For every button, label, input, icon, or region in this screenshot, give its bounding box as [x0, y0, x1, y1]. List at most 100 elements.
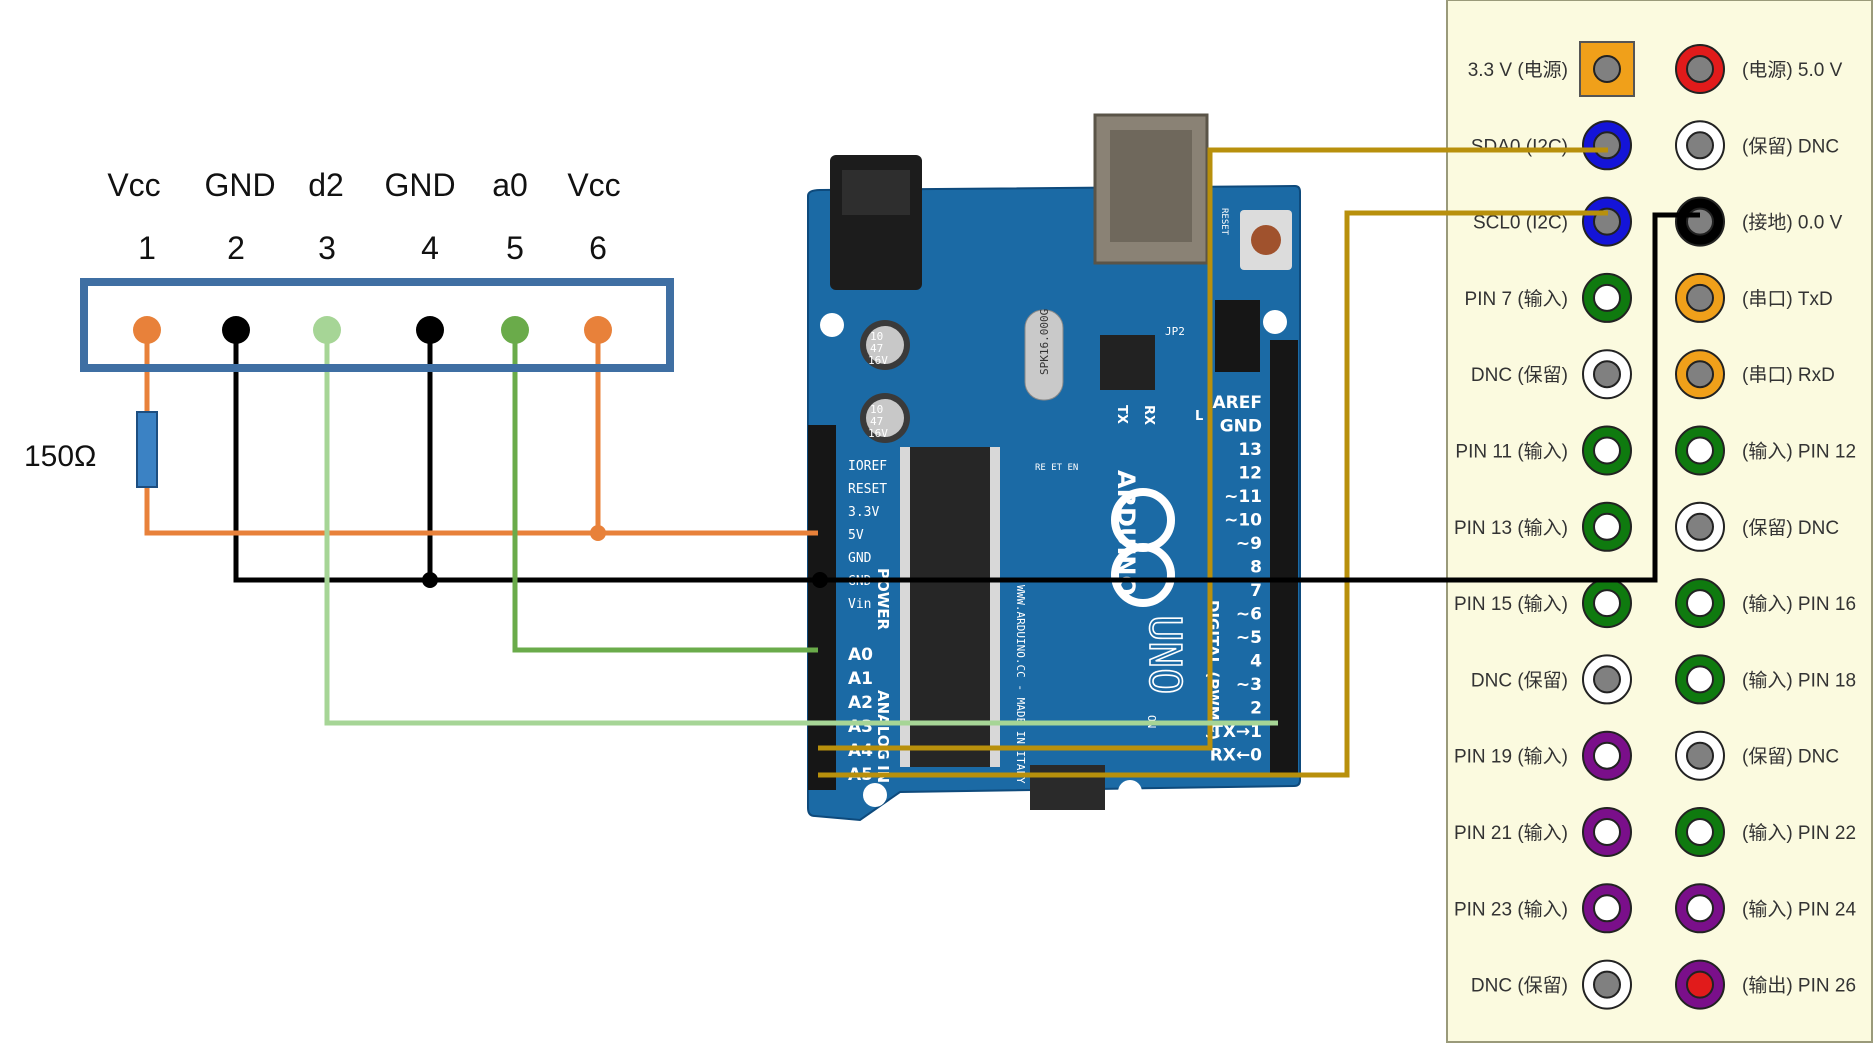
pin-socket-left-center: [1593, 55, 1621, 83]
pin-label-left: DNC (保留): [1471, 364, 1568, 386]
pin-socket-left-center: [1593, 970, 1621, 999]
pin-socket-left-center: [1593, 818, 1621, 846]
reset-en-label: RE ET EN: [1035, 463, 1078, 473]
sensor-pin: [133, 316, 161, 344]
chip-socket-right: [990, 447, 1000, 767]
digital-pin-label: ~5: [1236, 628, 1262, 648]
digital-pin-label: ~3: [1236, 675, 1262, 695]
crystal-oscillator: [1024, 309, 1064, 401]
pin-row: PIN 15 (输入)(输入) PIN 16: [1454, 578, 1856, 629]
sensor-pin-name: GND: [384, 167, 455, 203]
pin-socket-left-center: [1593, 512, 1621, 541]
pin-label-right: (输入) PIN 12: [1742, 441, 1856, 463]
sensor-pin: [313, 316, 341, 344]
resistor: [136, 411, 158, 488]
analog-pin-label: A3: [848, 717, 873, 737]
power-title: POWER: [874, 568, 892, 631]
digital-pin-label: 4: [1250, 652, 1262, 672]
pin-socket-left-center: [1593, 589, 1621, 618]
digital-pin-label: AREF: [1213, 393, 1262, 413]
jp2-label: JP2: [1165, 325, 1185, 338]
ground-wire: [233, 212, 1700, 583]
pin-socket-right-center: [1686, 55, 1714, 83]
sensor-pin-name: Vcc: [107, 167, 160, 203]
power-pin-label: GND: [848, 551, 872, 566]
digital-pin-label: 8: [1250, 558, 1262, 578]
pin-socket-left-center: [1593, 360, 1621, 389]
pin-panel-background: [1446, 0, 1873, 1043]
pin-label-left: 3.3 V (电源): [1468, 59, 1568, 81]
pin-label-left: DNC (保留): [1471, 975, 1568, 997]
digital-pin-label: TX→1: [1211, 722, 1262, 742]
capacitor-label: 16V: [868, 354, 888, 367]
digital-pin-label: ~10: [1224, 511, 1262, 531]
sensor-pin-name: d2: [308, 167, 344, 203]
pin-socket-right-center: [1686, 283, 1714, 312]
pin-row: PIN 11 (输入)(输入) PIN 12: [1455, 425, 1856, 476]
resistor-label: 150Ω: [24, 440, 96, 473]
sensor-pin: [584, 316, 612, 344]
analog-title: ANALOG IN: [874, 690, 892, 783]
ground-board-junction: [812, 572, 828, 588]
pin-socket-right-center: [1686, 589, 1714, 618]
digital-pin-label: 2: [1250, 699, 1262, 719]
d2-wire: [324, 330, 1278, 726]
pin-label-left: PIN 23 (输入): [1454, 898, 1568, 920]
icsp-header-top: [1215, 300, 1260, 372]
pin-socket-right-center: [1686, 131, 1714, 160]
led-label-tx: TX: [1114, 405, 1129, 424]
power-pin-label: Vin: [848, 597, 871, 612]
pin-socket-left-center: [1593, 894, 1621, 923]
pin-label-right: (串口) TxD: [1742, 288, 1833, 310]
pin-socket-right-center: [1686, 665, 1714, 694]
analog-pin-label: A1: [848, 669, 873, 689]
digital-pin-label: RX←0: [1210, 746, 1262, 766]
power-analog-header: [808, 425, 836, 790]
digital-pin-label: ~6: [1236, 605, 1262, 625]
digital-pin-label: 7: [1250, 581, 1262, 601]
capacitor: [860, 320, 910, 370]
pin-socket-right-center: [1686, 512, 1714, 541]
sensor-pin-number: 2: [227, 230, 245, 266]
digital-pin-label: 13: [1238, 440, 1262, 460]
capacitor-label: 16V: [868, 427, 888, 440]
sensor-pin: [416, 316, 444, 344]
pin-label-right: (接地) 0.0 V: [1742, 212, 1843, 234]
digital-pin-label: ~9: [1236, 534, 1262, 554]
analog-pin-label: A0: [848, 645, 873, 665]
pin-row: SCL0 (I2C) (接地) 0.0 V: [1473, 196, 1843, 247]
pin-row: PIN 7 (输入)(串口) TxD: [1465, 272, 1833, 323]
pin-socket-left-center: [1593, 283, 1621, 312]
analog-pin-label: A4: [848, 741, 873, 761]
atmega-chip: [910, 447, 990, 767]
pin-row: DNC (保留) (输出) PIN 26: [1471, 959, 1856, 1010]
digital-title: DIGITAL (PWM~): [1204, 600, 1222, 740]
mounting-hole: [1118, 780, 1142, 804]
pin-label-left: SCL0 (I2C): [1473, 213, 1568, 234]
pin-label-right: (保留) DNC: [1742, 517, 1839, 539]
sensor-pin-number: 4: [421, 230, 439, 266]
sensor-pin-number: 5: [506, 230, 524, 266]
digital-pin-label: ~11: [1224, 487, 1262, 507]
pin-label-right: (输出) PIN 26: [1742, 975, 1856, 997]
pin-socket-right-center: [1686, 970, 1714, 999]
sensor-pin: [222, 316, 250, 344]
pin-label-left: PIN 13 (输入): [1454, 517, 1568, 539]
pin-label-right: (保留) DNC: [1742, 746, 1839, 768]
pin-label-right: (输入) PIN 22: [1742, 822, 1856, 844]
arduino-board: 10 47 16V 10 47 16V SPK16.000G ARDUINO U…: [807, 113, 1301, 822]
icsp-header-bottom: [1030, 765, 1105, 810]
pin-label-left: PIN 21 (输入): [1454, 822, 1568, 844]
pin-label-left: PIN 15 (输入): [1454, 593, 1568, 615]
sensor-pin-number: 1: [138, 230, 156, 266]
power-pin-label: 3.3V: [848, 505, 879, 520]
pin-socket-right-center: [1686, 894, 1714, 923]
pin-label-right: (输入) PIN 18: [1742, 669, 1856, 691]
pin-label-right: (输入) PIN 24: [1742, 898, 1856, 920]
i2c-sda-wire: [818, 147, 1608, 751]
reset-button-cap: [1251, 225, 1281, 255]
pin-socket-right-center: [1686, 741, 1714, 770]
pin-row: PIN 23 (输入) (输入) PIN 24: [1454, 883, 1856, 934]
